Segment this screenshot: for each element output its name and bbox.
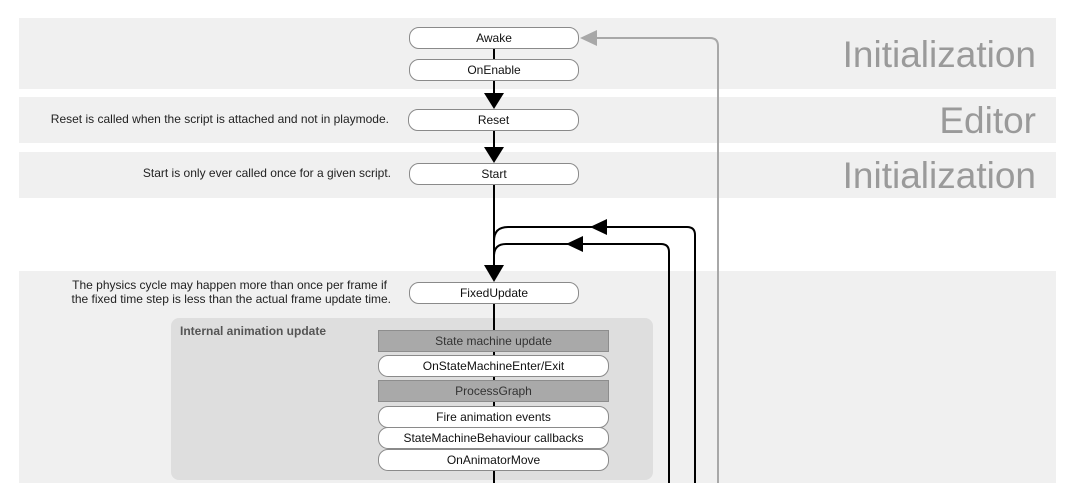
note-physics-line1: The physics cycle may happen more than o… — [72, 278, 387, 292]
loop-arrow-to-awake — [580, 30, 597, 46]
arrow-to-fixedupdate — [484, 265, 504, 282]
node-processgraph: ProcessGraph — [378, 380, 609, 402]
node-onstatemachineenter-exit: OnStateMachineEnter/Exit — [378, 355, 609, 377]
node-fixedupdate: FixedUpdate — [409, 282, 579, 304]
node-awake: Awake — [409, 27, 579, 49]
section-title-initialization: Initialization — [842, 34, 1036, 75]
loop-line-to-awake — [596, 37, 719, 483]
loop-arrow-outer — [590, 219, 607, 235]
internal-animation-update-title: Internal animation update — [180, 324, 327, 338]
note-physics-line2: the fixed time step is less than the act… — [71, 292, 392, 306]
loop-line-inner — [582, 243, 670, 483]
loop-line-outer — [606, 226, 696, 483]
loop-arrow-inner — [566, 236, 583, 252]
node-onenable: OnEnable — [409, 59, 579, 81]
note-start: Start is only ever called once for a giv… — [142, 166, 391, 180]
arrow-to-start — [484, 147, 504, 163]
arrow-to-reset — [484, 93, 504, 109]
node-reset: Reset — [408, 109, 579, 131]
node-state-machine-update: State machine update — [378, 330, 609, 352]
node-start: Start — [409, 163, 579, 185]
node-fire-animation-events: Fire animation events — [378, 406, 609, 428]
loop-join-outer — [493, 226, 592, 242]
section-title-editor: Editor — [939, 100, 1036, 141]
node-statemachinebehaviour-callbacks: StateMachineBehaviour callbacks — [378, 427, 609, 449]
note-reset: Reset is called when the script is attac… — [50, 112, 389, 126]
loop-join-inner — [493, 243, 568, 257]
node-onanimatormove: OnAnimatorMove — [378, 449, 609, 471]
section-title-initialization-2: Initialization — [842, 155, 1036, 196]
